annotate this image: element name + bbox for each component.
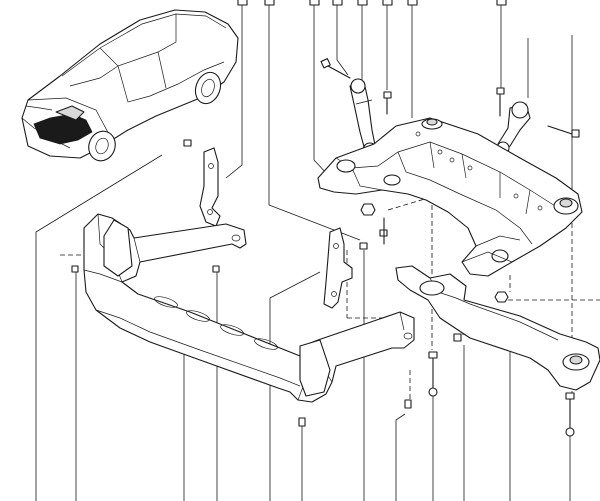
callout-c7 — [407, 0, 418, 6]
callout-boxes — [237, 0, 507, 6]
nut-icon — [494, 291, 509, 303]
mounting-bolts — [71, 58, 580, 437]
bolt-icon — [547, 125, 580, 138]
bolt-icon — [298, 417, 306, 427]
stabilizer-link-right — [496, 101, 531, 155]
front-subframe — [317, 117, 583, 277]
bolt-icon — [212, 265, 220, 273]
bolt-icon — [71, 265, 79, 273]
bolt-icon — [404, 399, 412, 409]
left-bracket — [199, 147, 221, 227]
leader-lines-top — [225, 5, 573, 241]
callout-c4 — [332, 0, 343, 6]
bolt-icon — [496, 87, 505, 117]
bolt-icon — [565, 392, 575, 437]
right-bracket — [323, 227, 353, 309]
bolt-icon — [379, 217, 388, 245]
bolt-icon — [383, 91, 392, 115]
callout-c1 — [237, 0, 248, 6]
car-sedan-icon — [21, 9, 239, 162]
leader-lines-bottom — [35, 154, 571, 501]
nut-icon — [360, 203, 376, 216]
lower-tie-bar — [395, 265, 600, 391]
bolt-icon — [183, 139, 192, 147]
bolt-icon — [320, 58, 351, 79]
bolt-icon — [359, 242, 368, 250]
callout-c3 — [309, 0, 320, 6]
nuts — [360, 203, 509, 303]
callout-c5 — [357, 0, 368, 6]
subframe-highlight — [33, 113, 93, 145]
callout-c8 — [496, 0, 507, 6]
front-crossmember-beam — [83, 213, 415, 403]
callout-c6 — [382, 0, 393, 6]
callout-c2 — [264, 0, 275, 6]
bolt-icon — [428, 351, 438, 397]
bolt-icon — [453, 333, 462, 342]
